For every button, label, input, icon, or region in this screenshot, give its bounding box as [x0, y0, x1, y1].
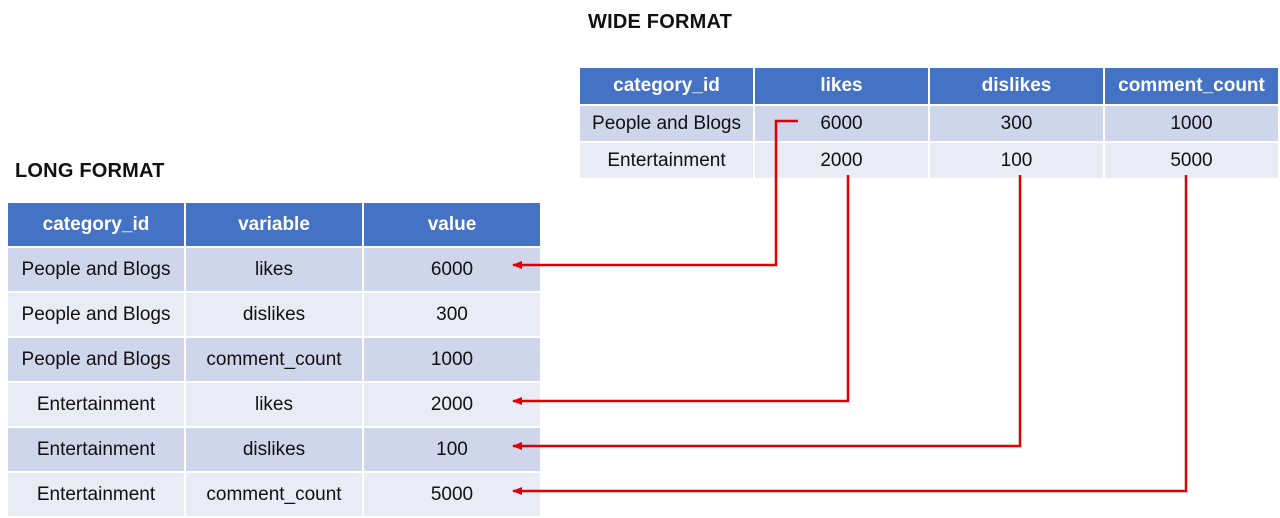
header-category-id: category_id [578, 66, 755, 106]
table-cell: People and Blogs [578, 104, 755, 143]
wide-format-title: WIDE FORMAT [588, 11, 733, 33]
header-likes: likes [753, 66, 930, 106]
table-row: Entertainment likes 2000 [6, 381, 542, 428]
table-cell: 100 [928, 141, 1105, 180]
table-cell: 300 [928, 104, 1105, 143]
table-cell: Entertainment [6, 471, 186, 518]
table-cell: People and Blogs [6, 336, 186, 383]
header-category-id: category_id [6, 201, 186, 248]
table-cell: 100 [362, 426, 542, 473]
table-cell: 1000 [1103, 104, 1280, 143]
wide-format-table: category_id likes dislikes comment_count… [578, 66, 1280, 180]
table-row: Entertainment comment_count 5000 [6, 471, 542, 518]
table-cell: 6000 [753, 104, 930, 143]
table-cell: dislikes [184, 291, 364, 338]
header-dislikes: dislikes [928, 66, 1105, 106]
arrow-comment-count-entertainment [512, 175, 1188, 495]
table-cell: People and Blogs [6, 291, 186, 338]
header-value: value [362, 201, 542, 248]
arrow-likes-people-and-blogs [512, 119, 798, 269]
table-cell: dislikes [184, 426, 364, 473]
header-variable: variable [184, 201, 364, 248]
table-row: People and Blogs 6000 300 1000 [578, 104, 1280, 143]
table-row: Entertainment 2000 100 5000 [578, 141, 1280, 180]
table-header-row: category_id likes dislikes comment_count [578, 66, 1280, 106]
table-cell: comment_count [184, 471, 364, 518]
table-cell: Entertainment [578, 141, 755, 180]
arrow-dislikes-entertainment [512, 175, 1022, 450]
arrow-likes-entertainment [512, 175, 850, 405]
table-cell: 5000 [1103, 141, 1280, 180]
table-cell: likes [184, 246, 364, 293]
table-cell: 6000 [362, 246, 542, 293]
table-cell: 300 [362, 291, 542, 338]
long-format-table: category_id variable value People and Bl… [6, 201, 542, 518]
table-cell: 2000 [362, 381, 542, 428]
table-cell: Entertainment [6, 381, 186, 428]
table-row: People and Blogs comment_count 1000 [6, 336, 542, 383]
table-row: People and Blogs dislikes 300 [6, 291, 542, 338]
table-cell: likes [184, 381, 364, 428]
table-row: Entertainment dislikes 100 [6, 426, 542, 473]
table-cell: 1000 [362, 336, 542, 383]
table-row: People and Blogs likes 6000 [6, 246, 542, 293]
table-cell: Entertainment [6, 426, 186, 473]
table-header-row: category_id variable value [6, 201, 542, 248]
long-format-title: LONG FORMAT [15, 160, 165, 182]
table-cell: People and Blogs [6, 246, 186, 293]
header-comment-count: comment_count [1103, 66, 1280, 106]
table-cell: 5000 [362, 471, 542, 518]
table-cell: comment_count [184, 336, 364, 383]
table-cell: 2000 [753, 141, 930, 180]
